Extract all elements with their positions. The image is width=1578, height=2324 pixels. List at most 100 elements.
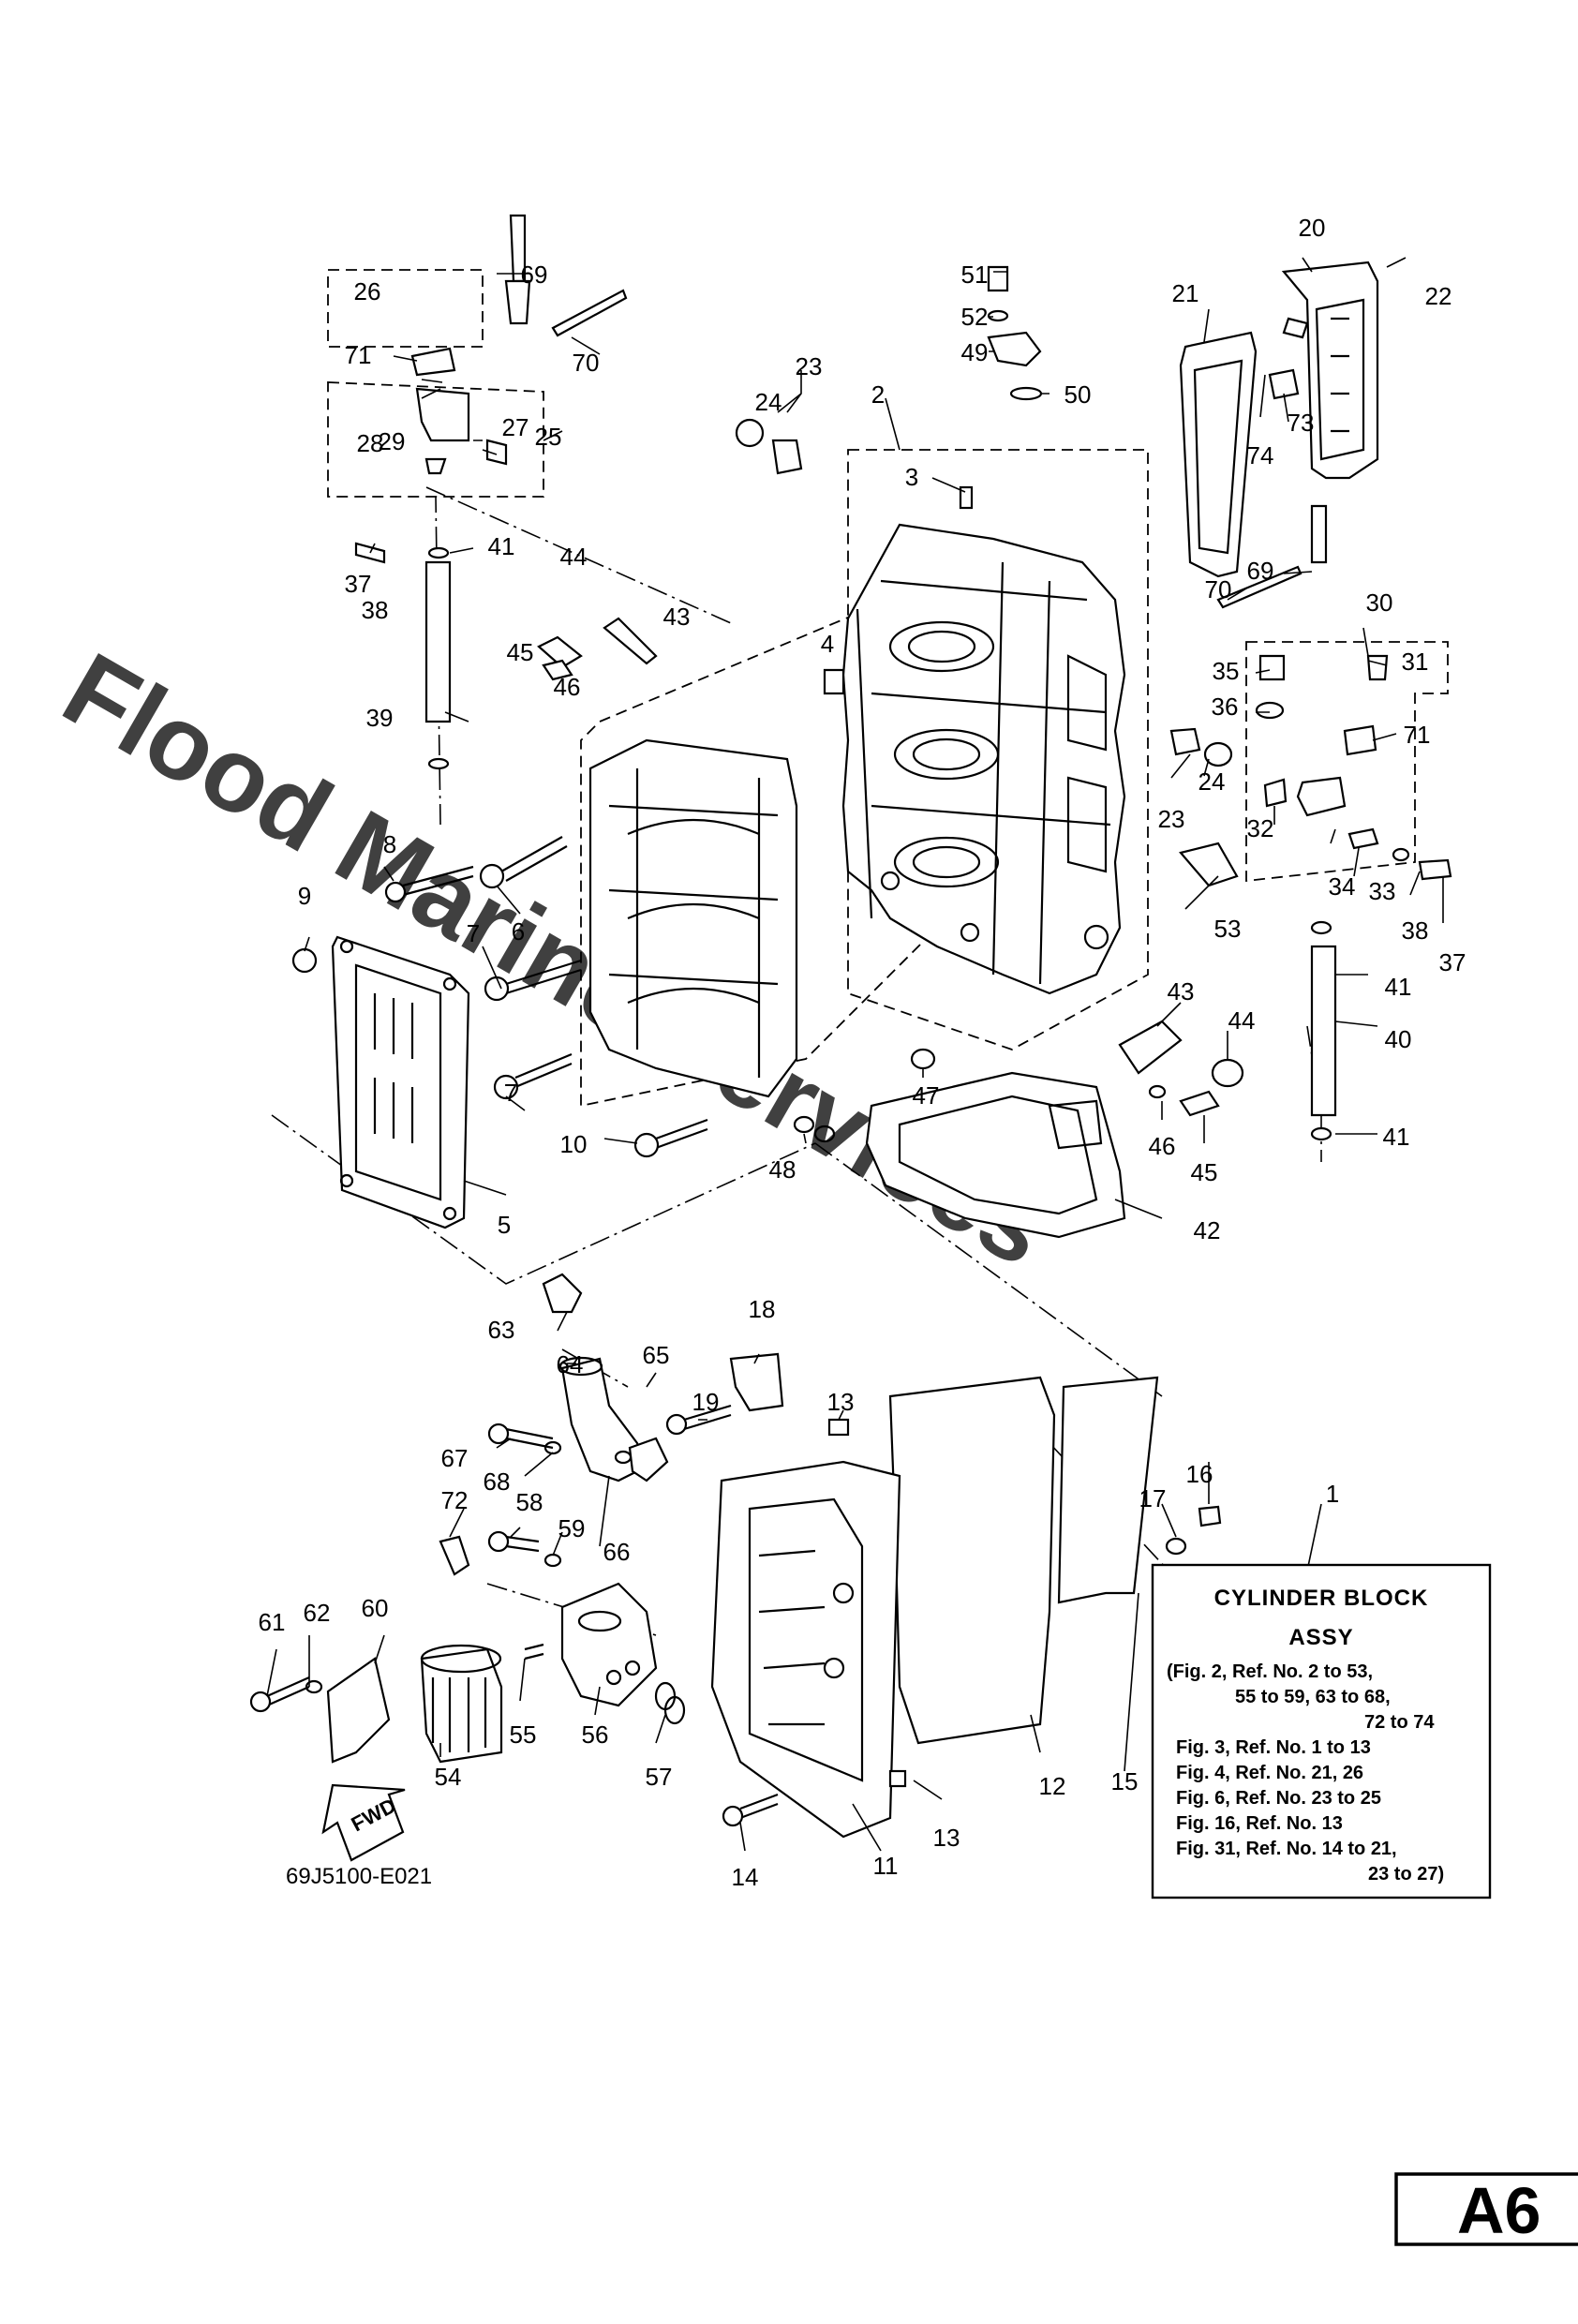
callout-number: 34 (1329, 872, 1356, 901)
callout-number: 45 (1191, 1158, 1218, 1186)
callout-number: 27 (502, 413, 529, 441)
legend-line: Fig. 3, Ref. No. 1 to 13 (1176, 1737, 1371, 1758)
page-badge-label: A6 (1457, 2174, 1541, 2247)
callout-number: 56 (582, 1721, 609, 1749)
callout-number: 43 (1168, 977, 1195, 1006)
callout-number: 26 (354, 277, 381, 305)
callout-number: 7 (467, 919, 480, 947)
fwd-arrow: FWD (321, 1783, 406, 1862)
legend-box: CYLINDER BLOCK ASSY (Fig. 2, Ref. No. 2 … (1151, 1563, 1492, 1899)
callout-number: 41 (488, 532, 515, 560)
callout-number: 23 (1158, 805, 1185, 833)
callout-number: 46 (1149, 1132, 1176, 1160)
callout-number: 45 (507, 638, 534, 666)
callout-number: 4 (821, 630, 834, 658)
callout-number: 7 (504, 1079, 517, 1107)
callout-number: 15 (1111, 1767, 1139, 1795)
legend-line: (Fig. 2, Ref. No. 2 to 53, (1167, 1661, 1373, 1682)
cover-assembly-11-12-15 (710, 1376, 1159, 1839)
callout-number: 8 (383, 830, 396, 858)
callout-number: 23 (796, 352, 823, 380)
callout-number: 71 (345, 341, 372, 369)
callout-number: 13 (933, 1824, 960, 1852)
callout-number: 30 (1366, 588, 1393, 617)
callout-number: 39 (366, 704, 394, 732)
callout-number: 24 (755, 388, 782, 416)
callout-number: 57 (646, 1763, 673, 1791)
callout-number: 52 (961, 303, 989, 331)
callout-number: 65 (643, 1341, 670, 1369)
crankcase (588, 738, 798, 1098)
callout-number: 9 (298, 882, 311, 910)
callout-number: 59 (558, 1514, 586, 1542)
cylinder-block (841, 523, 1126, 995)
callout-number: 19 (692, 1388, 720, 1416)
callout-number: 6 (512, 917, 525, 946)
callout-number: 21 (1172, 279, 1199, 307)
legend-line: 72 to 74 (1364, 1712, 1435, 1733)
callout-number: 60 (362, 1594, 389, 1622)
callout-number: 72 (441, 1486, 469, 1514)
callout-number: 55 (510, 1721, 537, 1749)
callout-number: 2 (871, 380, 885, 409)
callout-number: 32 (1247, 814, 1274, 842)
legend-line: Fig. 6, Ref. No. 23 to 25 (1176, 1788, 1381, 1809)
callout-number: 28 (357, 429, 384, 457)
callout-number: 13 (827, 1388, 855, 1416)
callout-number: 35 (1213, 657, 1240, 685)
callout-number: 41 (1385, 973, 1412, 1001)
callout-number: 25 (535, 423, 562, 451)
callout-number: 74 (1247, 441, 1274, 469)
legend-title-line1: CYLINDER BLOCK (1214, 1586, 1429, 1611)
small-hardware (249, 214, 1452, 1827)
callout-number: 12 (1039, 1772, 1066, 1800)
callout-number: 41 (1383, 1123, 1410, 1151)
callout-number: 37 (345, 570, 372, 598)
callout-number: 69 (521, 261, 548, 289)
callout-number: 51 (961, 261, 989, 289)
gasket-42 (865, 1071, 1126, 1239)
callout-number: 58 (516, 1488, 543, 1516)
callout-number: 14 (732, 1863, 759, 1891)
callout-number: 38 (1402, 916, 1429, 945)
callout-number: 54 (435, 1763, 462, 1791)
callout-number: 16 (1186, 1460, 1213, 1488)
legend-line: 55 to 59, 63 to 68, (1235, 1687, 1391, 1707)
callout-number: 18 (749, 1295, 776, 1323)
callout-number: 61 (259, 1608, 286, 1636)
callout-number: 42 (1194, 1216, 1221, 1244)
page-badge: A6 (1394, 2172, 1578, 2247)
callout-number: 70 (1205, 575, 1232, 603)
callout-number: 71 (1404, 721, 1431, 749)
callout-number: 66 (603, 1538, 631, 1566)
callout-number: 46 (554, 673, 581, 701)
legend-line: 23 to 27) (1368, 1864, 1444, 1885)
callout-number: 50 (1064, 380, 1092, 409)
callout-number: 36 (1212, 693, 1239, 721)
callout-number: 70 (573, 349, 600, 377)
callout-number: 38 (362, 596, 389, 624)
oil-filter-group (326, 1273, 784, 1764)
legend-line: Fig. 16, Ref. No. 13 (1176, 1813, 1343, 1834)
exhaust-cover (331, 935, 470, 1229)
callout-number: 69 (1247, 557, 1274, 585)
callout-number: 44 (1228, 1006, 1256, 1035)
callout-number: 49 (961, 338, 989, 366)
callout-number: 33 (1369, 877, 1396, 905)
drawing-code: 69J5100-E021 (286, 1864, 432, 1889)
callout-number: 24 (1198, 767, 1226, 796)
callout-number: 68 (484, 1467, 511, 1496)
callout-number: 1 (1326, 1480, 1339, 1508)
legend-line: Fig. 31, Ref. No. 14 to 21, (1176, 1839, 1397, 1859)
legend-line: Fig. 4, Ref. No. 21, 26 (1176, 1763, 1363, 1783)
callout-number: 5 (498, 1211, 511, 1239)
callout-number: 44 (560, 543, 588, 571)
callout-number: 37 (1439, 948, 1466, 976)
callout-number: 47 (913, 1081, 940, 1110)
callout-number: 20 (1299, 214, 1326, 242)
callout-number: 29 (379, 427, 406, 455)
callout-number: 31 (1402, 648, 1429, 676)
callout-number: 73 (1288, 409, 1315, 437)
